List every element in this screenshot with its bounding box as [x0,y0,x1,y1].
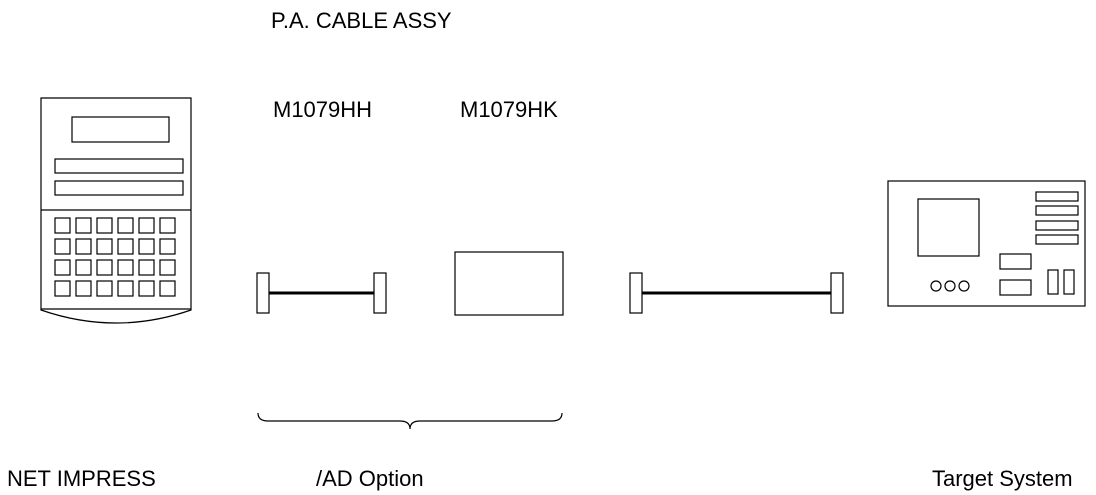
ad-option-brace [257,412,563,430]
keypad-key [159,238,176,255]
keypad-key [54,280,71,297]
keypad-key [75,238,92,255]
caption-net-impress: NET IMPRESS [7,466,156,491]
keypad-key [159,259,176,276]
keypad-key [54,259,71,276]
caption-ad-option: /AD Option [316,466,424,491]
keypad-key [159,280,176,297]
keypad-key [117,217,134,234]
keypad-key [96,280,113,297]
keypad-key [138,238,155,255]
keypad-key [117,280,134,297]
target-cable-icon [629,272,844,314]
diagram-title: P.A. CABLE ASSY [271,8,452,33]
keypad-key [75,280,92,297]
keypad-key [96,259,113,276]
keypad-key [54,238,71,255]
keypad-key [138,259,155,276]
keypad-key [159,217,176,234]
keypad-key [75,259,92,276]
caption-target-system: Target System [932,466,1073,491]
keypad-icon [54,217,176,297]
target-board-icon [887,180,1086,307]
part-label-m1079hh: M1079HH [273,97,373,122]
keypad-key [75,217,92,234]
keypad-key [96,217,113,234]
keypad-key [117,259,134,276]
m1079hh-cable-icon [256,272,387,314]
keypad-key [138,217,155,234]
keypad-key [138,280,155,297]
net-impress-device-icon [40,97,192,324]
keypad-key [117,238,134,255]
keypad-key [54,217,71,234]
m1079hk-adapter-icon [454,251,564,316]
part-label-m1079hk: M1079HK [460,97,558,122]
keypad-key [96,238,113,255]
